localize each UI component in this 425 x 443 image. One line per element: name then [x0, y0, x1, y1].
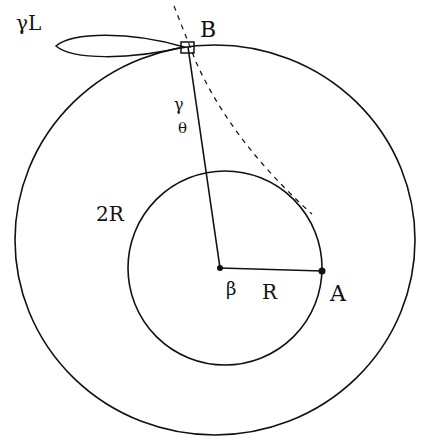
velocity-label: γL: [16, 12, 41, 34]
radius-to-a: [220, 268, 322, 271]
point-label: B: [200, 18, 216, 42]
center-dot: [217, 265, 223, 271]
angle-label: β: [226, 279, 236, 299]
block-marker: [181, 42, 194, 53]
angle-label: γ: [174, 96, 184, 114]
inner-circle: [128, 171, 322, 365]
radius-label: 2R: [96, 203, 124, 225]
leaf-shape: [56, 35, 184, 56]
angle-label: θ: [178, 120, 187, 137]
outer-circle: [15, 45, 415, 435]
point-label: A: [330, 282, 346, 306]
radius-label: R: [262, 281, 277, 303]
point-a-dot: [319, 268, 326, 275]
radius-to-b: [188, 47, 220, 268]
dashed-path: [174, 6, 312, 214]
